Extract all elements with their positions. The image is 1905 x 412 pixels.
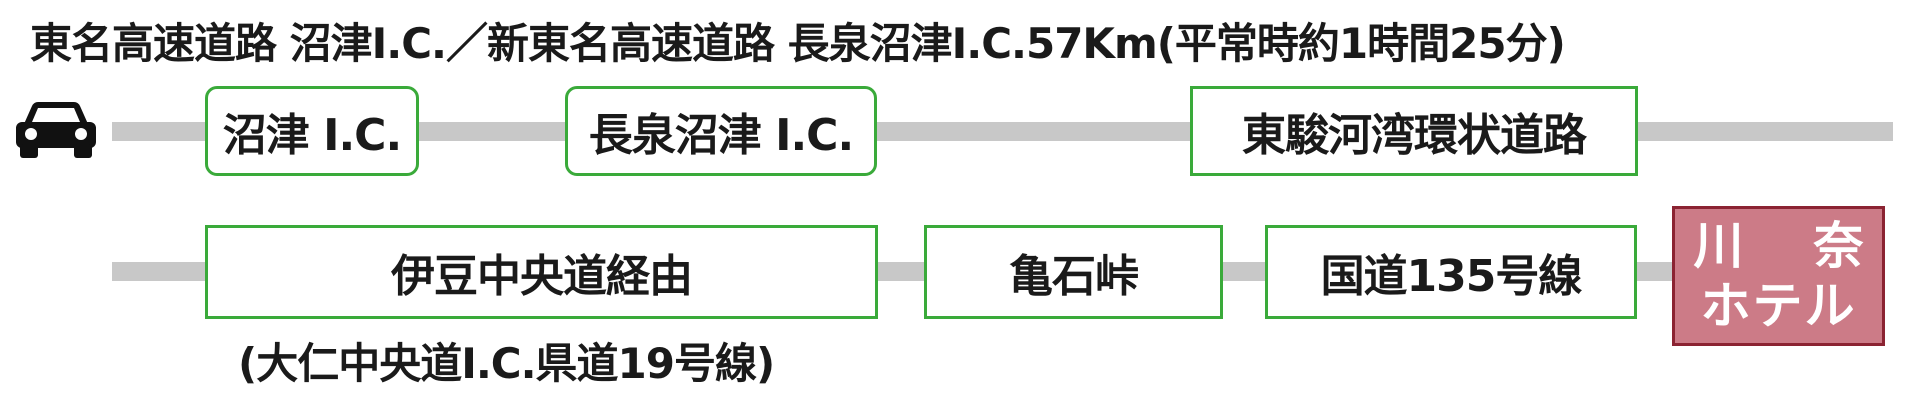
car-icon [16,102,96,158]
route-title: 東名高速道路 沼津I.C.／新東名高速道路 長泉沼津I.C.57Km(平常時約1… [30,19,1566,68]
higashi-surugawan-label: 東駿河湾環状道路 [1242,110,1587,161]
kameishi-box: 亀石峠 [924,225,1223,319]
nagaizumi-numazu-ic-box: 長泉沼津 I.C. [565,86,877,176]
hotel-label-line2: ホテル [1700,277,1857,335]
izu-chuo-box: 伊豆中央道経由 [205,225,878,319]
route135-label: 国道135号線 [1320,251,1583,302]
higashi-surugawan-box: 東駿河湾環状道路 [1190,86,1638,176]
hotel-label-line1: 川奈 [1693,217,1864,275]
izu-chuo-label: 伊豆中央道経由 [391,251,693,302]
numazu-ic-label: 沼津 I.C. [222,110,402,161]
route135-box: 国道135号線 [1265,225,1637,319]
nagaizumi-numazu-ic-label: 長泉沼津 I.C. [588,110,854,161]
kameishi-label: 亀石峠 [1009,251,1139,302]
kawana-hotel-box: 川奈 ホテル [1672,206,1885,346]
numazu-ic-box: 沼津 I.C. [205,86,419,176]
via-note: (大仁中央道I.C.県道19号線) [238,339,775,388]
